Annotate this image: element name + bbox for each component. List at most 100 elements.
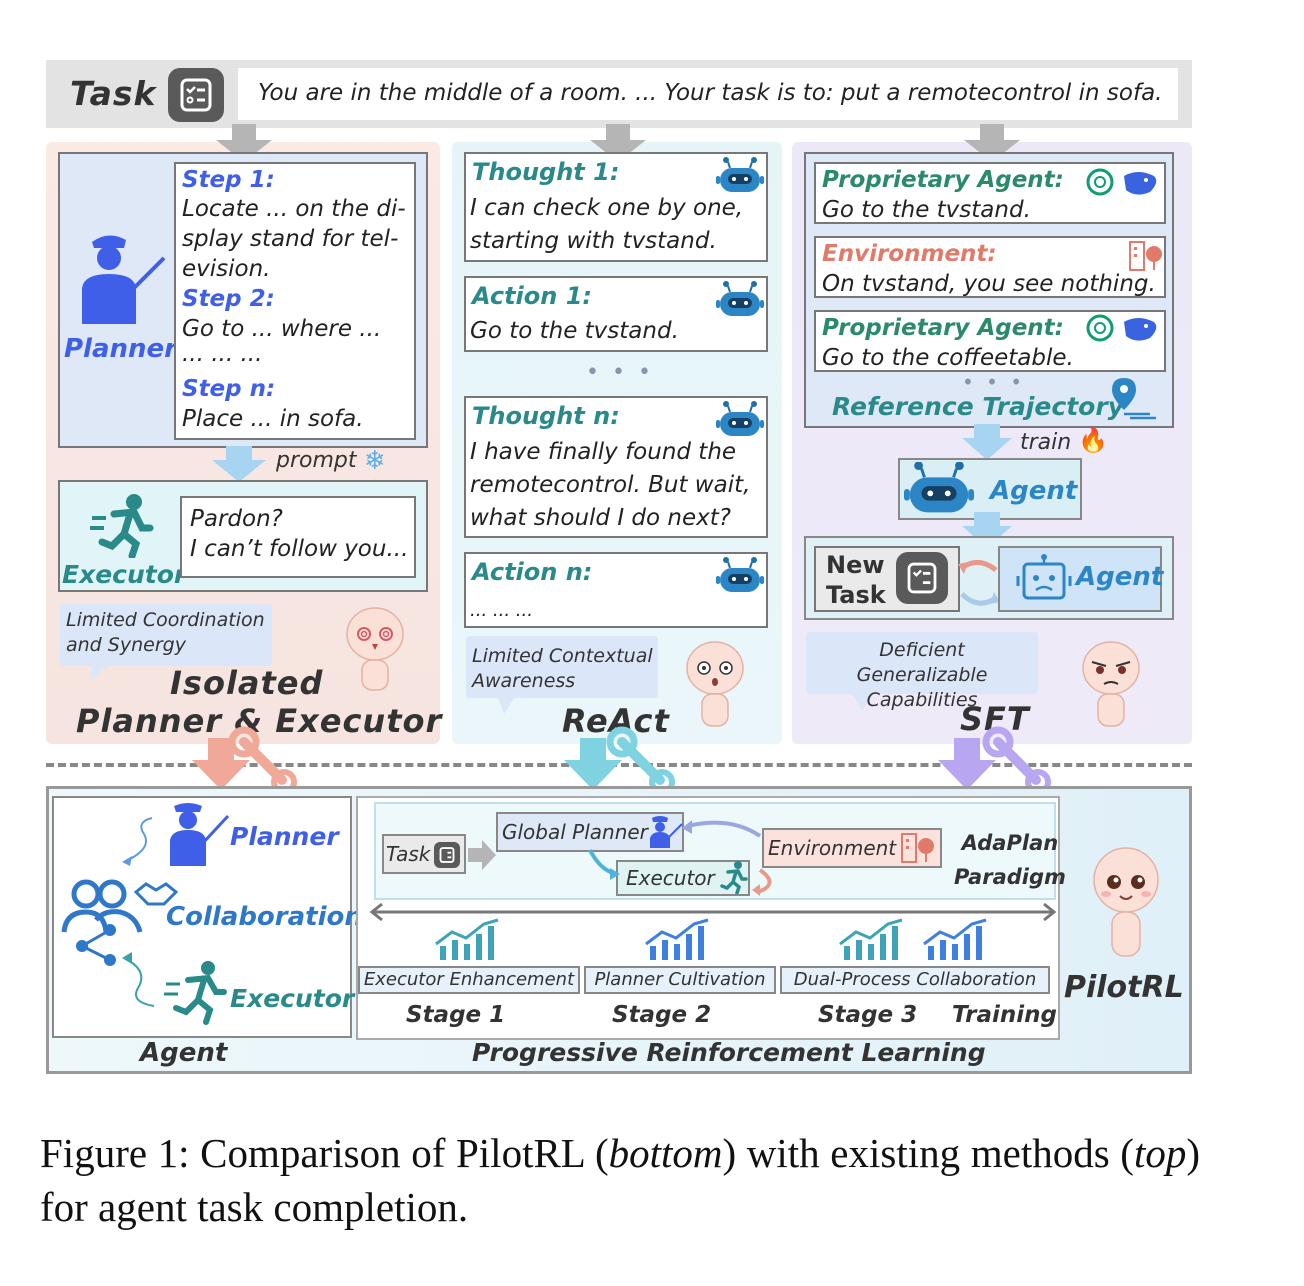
grumpy-baby-icon [1082, 641, 1140, 727]
step1-text: Locate ... on the di- splay stand for te… [182, 196, 406, 282]
proprietary-model-icons [1086, 168, 1157, 196]
planner-label: Planner [64, 334, 177, 364]
global-planner-person-icon [650, 816, 683, 848]
prop-agent-1-label: Proprietary Agent: [822, 167, 1064, 193]
planner-person-icon [82, 235, 166, 324]
action1-box [464, 276, 768, 352]
adaplan-paradigm-label: AdaPlan Paradigm [954, 831, 1066, 889]
training-timeline [370, 902, 1057, 922]
stage2-label: Stage 2 [612, 1002, 712, 1028]
train-label: train [1020, 430, 1072, 455]
executor-label: Executor [62, 560, 187, 589]
environment-text: On tvstand, you see nothing. [822, 271, 1156, 297]
flow-task-label: Task [386, 842, 431, 866]
sft-agent2-box [998, 546, 1162, 612]
bottom-executor-label: Executor [230, 984, 355, 1013]
step2-label: Step 2: [182, 286, 275, 312]
prop-agent-1-text: Go to the tvstand. [822, 197, 1031, 223]
stage1-label: Stage 1 [406, 1002, 506, 1028]
map-pin-icon [1112, 378, 1156, 420]
dizzy-baby-icon [346, 607, 404, 691]
isolated-title-line2: Planner & Executor [76, 702, 443, 740]
checklist-icon [168, 68, 224, 122]
task-description: You are in the middle of a room. ... You… [258, 80, 1163, 106]
actionn-text: ... ... ... [470, 600, 533, 621]
train-arrow [962, 424, 1012, 460]
thoughtn-box [464, 396, 768, 538]
thoughtn-text: I have finally found the remotecontrol. … [470, 439, 751, 531]
environment-label: Environment: [822, 241, 997, 267]
stage3-label: Stage 3 [818, 1002, 918, 1028]
sft-ellipsis: • • • [962, 370, 1026, 394]
new-task-checklist-icon [896, 552, 948, 604]
stage2-box: Planner Cultivation [584, 966, 776, 994]
stepn-label: Step n: [182, 376, 276, 402]
react-ellipsis: • • • [586, 360, 654, 385]
sft-agent-label: Agent [990, 476, 1078, 506]
prop-agent-2-text: Go to the coffeetable. [822, 345, 1074, 371]
plan-steps-box [174, 162, 416, 440]
sad-robot-icon [1016, 554, 1072, 600]
task-title: Task [70, 74, 157, 113]
proprietary-model-icons-2 [1086, 314, 1157, 342]
prop-agent-2-box [814, 310, 1166, 372]
sft-agent2-label: Agent [1076, 562, 1164, 592]
thought1-text: I can check one by one, starting with tv… [470, 195, 744, 254]
global-planner-label: Global Planner [502, 820, 648, 844]
snowflake-icon: ❄ [364, 446, 386, 476]
section-separator [46, 763, 1192, 767]
prop-agent-2-label: Proprietary Agent: [822, 315, 1064, 341]
flow-environment-building-icon [901, 833, 934, 863]
training-label: Training [952, 1002, 1058, 1028]
actionn-box [464, 552, 768, 628]
prompt-arrow [212, 446, 266, 482]
agent-label: Agent [140, 1038, 228, 1068]
deficient-bubble: Deficient Generalizable Capabilities [856, 639, 988, 711]
step1-label: Step 1: [182, 167, 275, 193]
limited-coordination-bubble: Limited Coordination and Synergy [66, 609, 265, 656]
environment-box [814, 236, 1166, 298]
limited-context-bubble: Limited Contextual Awareness [472, 645, 653, 692]
flow-curved-arrows [588, 820, 772, 896]
thought1-box [464, 152, 768, 262]
environment-building-icon [1129, 241, 1162, 271]
executor-reply-text: Pardon? I can’t follow you... [190, 506, 409, 562]
swap-arrows-icon [958, 560, 1000, 606]
bottom-planner-label: Planner [230, 822, 339, 851]
flow-task-checklist-icon [434, 842, 460, 868]
thought1-label: Thought 1: [472, 158, 620, 186]
agent-collaboration-graphic [61, 803, 230, 1025]
stage1-box: Executor Enhancement [358, 966, 580, 994]
new-task-label: New Task [826, 551, 886, 609]
shocked-baby-icon [686, 641, 744, 727]
limited-context-bubble-shape [466, 636, 658, 714]
reference-trajectory-label: Reference Trajectory [832, 392, 1124, 421]
collaboration-label: Collaboration [166, 902, 363, 932]
pilotrl-label: PilotRL [1064, 970, 1184, 1005]
happy-baby-icon [1093, 847, 1159, 957]
deficient-bubble-shape [806, 632, 1038, 710]
flow-executor-label: Executor [626, 866, 715, 890]
stage3-box: Dual-Process Collaboration [780, 966, 1050, 994]
stepn-text: Place ... in sofa. [182, 406, 364, 432]
step2-text: Go to ... where ... ... ... ... [182, 316, 382, 367]
sft-down-arrow [962, 512, 1012, 548]
action1-label: Action 1: [472, 282, 592, 310]
figure-caption: Figure 1: Comparison of PilotRL (bottom)… [40, 1130, 1200, 1230]
action1-text: Go to the tvstand. [470, 318, 679, 344]
flow-executor-box [616, 860, 750, 896]
task-text-box [238, 68, 1178, 120]
limited-coordination-bubble-shape [60, 604, 272, 680]
fire-icon: 🔥 [1078, 426, 1108, 454]
prl-label: Progressive Reinforcement Learning [472, 1038, 986, 1067]
actionn-label: Action n: [472, 558, 593, 586]
isolated-title-line1: Isolated [170, 664, 324, 702]
flow-environment-label: Environment [768, 836, 897, 860]
executor-running-icon [90, 494, 154, 558]
prompt-label: prompt [276, 448, 357, 473]
thoughtn-label: Thought n: [472, 402, 620, 430]
flow-executor-running-icon [720, 861, 748, 894]
